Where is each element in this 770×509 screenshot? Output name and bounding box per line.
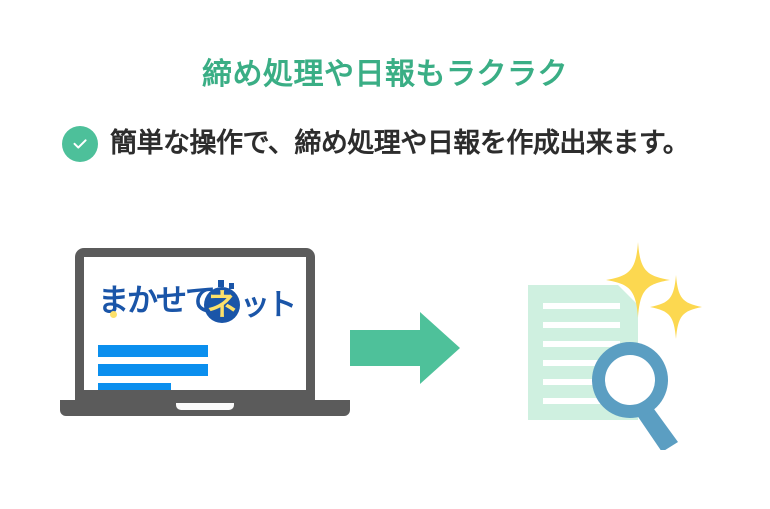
- logo-mark-circle: [204, 287, 240, 323]
- subtitle-text: 簡単な操作で、締め処理や日報を作成出来ます。: [110, 128, 690, 159]
- laptop-trackpad-notch: [176, 403, 234, 410]
- document-search-icon: [510, 230, 720, 450]
- logo-spark-right: [229, 283, 234, 289]
- page-title: 締め処理や日報もラクラク: [202, 58, 568, 91]
- laptop-screen: まかせて ネ ット: [84, 257, 306, 390]
- magnifying-glass-icon: [592, 342, 678, 450]
- laptop-icon: まかせて ネ ット: [60, 248, 350, 434]
- screen-content-bar: [98, 364, 208, 376]
- logo-suffix-text: ット: [240, 289, 297, 322]
- logo-prefix-text: まかせて: [98, 283, 216, 318]
- logo-spark-left: [218, 280, 224, 287]
- check-circle-icon: [62, 126, 98, 162]
- logo-mark-char: ネ: [207, 289, 237, 322]
- subtitle-row: 簡単な操作で、締め処理や日報を作成出来ます。: [62, 126, 752, 162]
- screen-content-bar: [98, 345, 208, 357]
- makasete-net-logo: まかせて ネ ット: [98, 280, 297, 327]
- logo-accent-dot: [110, 311, 117, 318]
- screen-content-bar: [98, 383, 171, 390]
- sparkle-icon: [606, 242, 702, 339]
- laptop-lid: まかせて ネ ット: [75, 248, 315, 400]
- arrow-right-icon: [350, 312, 460, 384]
